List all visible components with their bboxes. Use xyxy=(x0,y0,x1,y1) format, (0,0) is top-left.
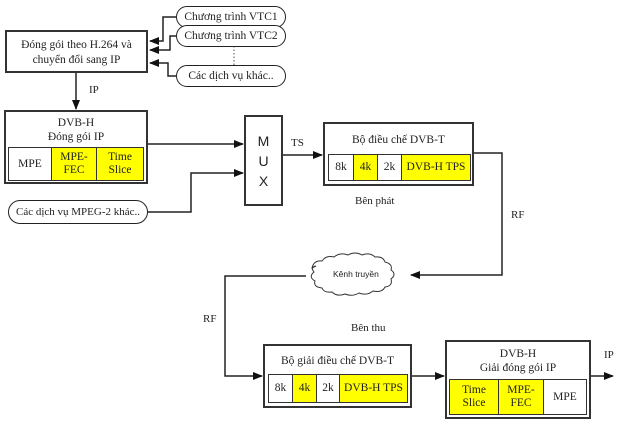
dvbh-decap-title2: Giải đóng gói IP xyxy=(479,362,557,374)
source-mpeg2-services: Các dịch vụ MPEG-2 khác.. xyxy=(8,200,148,224)
h264-box-line2: chuyển đổi sang IP xyxy=(32,54,121,66)
label-transmit-side: Bên phát xyxy=(355,195,395,207)
dvbh-encap-title2: Đóng gói IP xyxy=(47,131,105,143)
channel-label: Kênh truyền xyxy=(333,269,379,279)
dvbh-decap-title1: DVB-H xyxy=(499,348,537,360)
source-mpeg2-label: Các dịch vụ MPEG-2 khác.. xyxy=(15,206,141,218)
label-ts: TS xyxy=(291,137,304,149)
demod-cell-4k-label: 4k xyxy=(298,382,311,394)
dvbt-modulator-box: Bộ điều chế DVB-T 8k 4k 2k DVB-H TPS xyxy=(323,122,474,186)
channel-cloud-shape xyxy=(310,252,395,296)
demod-cell-tps: DVB-H TPS xyxy=(340,375,407,402)
cell-mpe-fec-line1: MPE- xyxy=(60,151,88,163)
source-other-label: Các dịch vụ khác.. xyxy=(188,70,274,82)
mod-cell-2k: 2k xyxy=(378,155,402,180)
source-vtc1-label: Chương trình VTC1 xyxy=(184,11,278,23)
arrow-other-services xyxy=(149,59,176,77)
modulator-title: Bộ điều chế DVB-T xyxy=(352,134,445,146)
mod-cell-4k-label: 4k xyxy=(359,161,372,173)
mod-cell-tps-label: DVB-H TPS xyxy=(406,161,466,173)
mux-letter-x: X xyxy=(258,172,269,189)
mod-cell-tps: DVB-H TPS xyxy=(402,155,470,180)
cell-mpe: MPE xyxy=(9,148,52,180)
decap-cell-time-slice-line1: Time xyxy=(462,384,486,396)
modulator-cells: 8k 4k 2k DVB-H TPS xyxy=(328,154,471,181)
source-vtc2: Chương trình VTC2 xyxy=(176,25,286,47)
demodulator-title: Bộ giải điều chế DVB-T xyxy=(280,355,395,367)
demodulator-cells: 8k 4k 2k DVB-H TPS xyxy=(268,374,408,403)
cell-time-slice: Time Slice xyxy=(97,148,143,180)
dvbh-decap-cells: Time Slice MPE- FEC MPE xyxy=(449,379,587,415)
decap-cell-mpe-fec: MPE- FEC xyxy=(499,380,544,414)
dvbh-encap-title1: DVB-H xyxy=(57,117,95,129)
demod-cell-2k-label: 2k xyxy=(322,382,334,394)
dvbh-encapsulation-box: DVB-H Đóng gói IP MPE MPE- FEC Time Slic… xyxy=(4,110,148,184)
dvbh-encap-cells: MPE MPE- FEC Time Slice xyxy=(8,147,144,181)
arrow-rf-to-channel xyxy=(410,152,503,279)
label-rf-left: RF xyxy=(203,313,217,325)
demod-cell-8k-label: 8k xyxy=(274,382,287,394)
decap-cell-mpe-fec-line1: MPE- xyxy=(507,384,535,396)
arrow-mpeg2-to-mux xyxy=(148,169,244,213)
decap-cell-time-slice: Time Slice xyxy=(450,380,499,414)
cell-time-slice-line2: Slice xyxy=(108,164,132,176)
cell-mpe-fec: MPE- FEC xyxy=(52,148,97,180)
demod-cell-8k: 8k xyxy=(269,375,293,402)
demod-cell-2k: 2k xyxy=(317,375,340,402)
mux-letter-m: M xyxy=(257,132,270,149)
h264-encapsulation-box: Đóng gói theo H.264 và chuyển đổi sang I… xyxy=(5,30,148,73)
arrow-vtc2 xyxy=(149,35,176,54)
mux-box: M U X xyxy=(244,115,283,206)
label-receive-side: Bên thu xyxy=(351,322,386,334)
arrow-channel-to-demod xyxy=(224,275,306,380)
source-other-services: Các dịch vụ khác.. xyxy=(176,65,286,87)
decap-cell-mpe: MPE xyxy=(544,380,586,414)
cell-mpe-label: MPE xyxy=(18,157,42,170)
mod-cell-8k: 8k xyxy=(329,155,354,180)
decap-cell-time-slice-line2: Slice xyxy=(462,397,486,409)
arrow-vtc1 xyxy=(149,16,176,45)
source-vtc2-label: Chương trình VTC2 xyxy=(184,30,278,42)
dvbh-decapsulation-box: DVB-H Giải đóng gói IP Time Slice MPE- F… xyxy=(445,340,591,419)
label-ip-top: IP xyxy=(89,84,99,96)
cell-time-slice-line1: Time xyxy=(108,151,132,163)
mod-cell-4k: 4k xyxy=(354,155,378,180)
h264-box-line1: Đóng gói theo H.264 và xyxy=(21,39,132,51)
mod-cell-2k-label: 2k xyxy=(383,161,396,173)
dvbt-demodulator-box: Bộ giải điều chế DVB-T 8k 4k 2k DVB-H TP… xyxy=(263,344,412,408)
demod-cell-4k: 4k xyxy=(293,375,317,402)
decap-cell-mpe-fec-line2: FEC xyxy=(510,397,532,409)
label-rf-right: RF xyxy=(511,209,525,221)
decap-cell-mpe-label: MPE xyxy=(553,390,577,403)
cell-mpe-fec-line2: FEC xyxy=(63,164,85,176)
mod-cell-8k-label: 8k xyxy=(335,161,347,173)
mux-letter-u: U xyxy=(258,152,269,169)
demod-cell-tps-label: DVB-H TPS xyxy=(344,382,403,394)
label-ip-out: IP xyxy=(604,349,614,361)
